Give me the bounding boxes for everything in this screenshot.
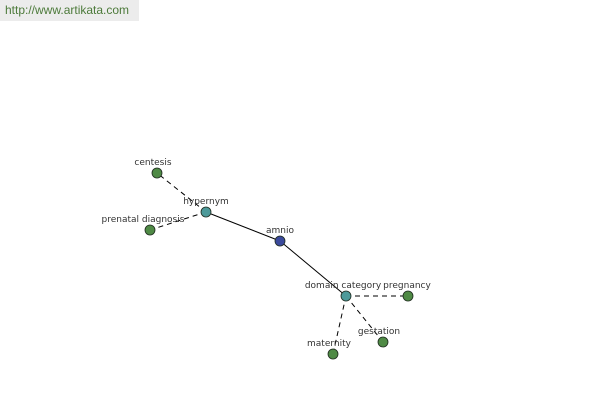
node-hypernym[interactable] [200,206,212,218]
source-url-link[interactable]: http://www.artikata.com [0,0,139,21]
edge-domain-category-gestation [345,295,384,343]
node-gestation[interactable] [377,336,389,348]
node-label-pregnancy[interactable]: pregnancy [383,281,431,291]
node-label-hypernym[interactable]: hypernym [183,197,229,207]
edge-hypernym-centesis [156,172,207,213]
node-label-maternity[interactable]: maternity [307,339,352,349]
node-label-prenatal-diagnosis[interactable]: prenatal diagnosis [102,215,185,225]
node-maternity[interactable] [327,348,339,360]
labels-layer: amnio hypernym domain category centesis pren… [102,158,432,349]
node-label-gestation[interactable]: gestation [358,327,400,337]
edge-domain-category-maternity [332,295,347,355]
node-domain-category[interactable] [340,290,352,302]
nodes-layer [144,167,414,360]
node-prenatal-diagnosis[interactable] [144,224,156,236]
node-label-domain-category[interactable]: domain category [305,281,382,291]
edges-layer [149,172,408,355]
node-label-centesis[interactable]: centesis [134,158,171,168]
edge-amnio-hypernym [205,211,281,242]
edge-hypernym-prenatal-diagnosis [149,211,207,231]
edge-amnio-domain-category [279,240,347,297]
node-label-amnio[interactable]: amnio [266,226,294,236]
node-centesis[interactable] [151,167,163,179]
node-amnio[interactable] [274,235,286,247]
node-pregnancy[interactable] [402,290,414,302]
